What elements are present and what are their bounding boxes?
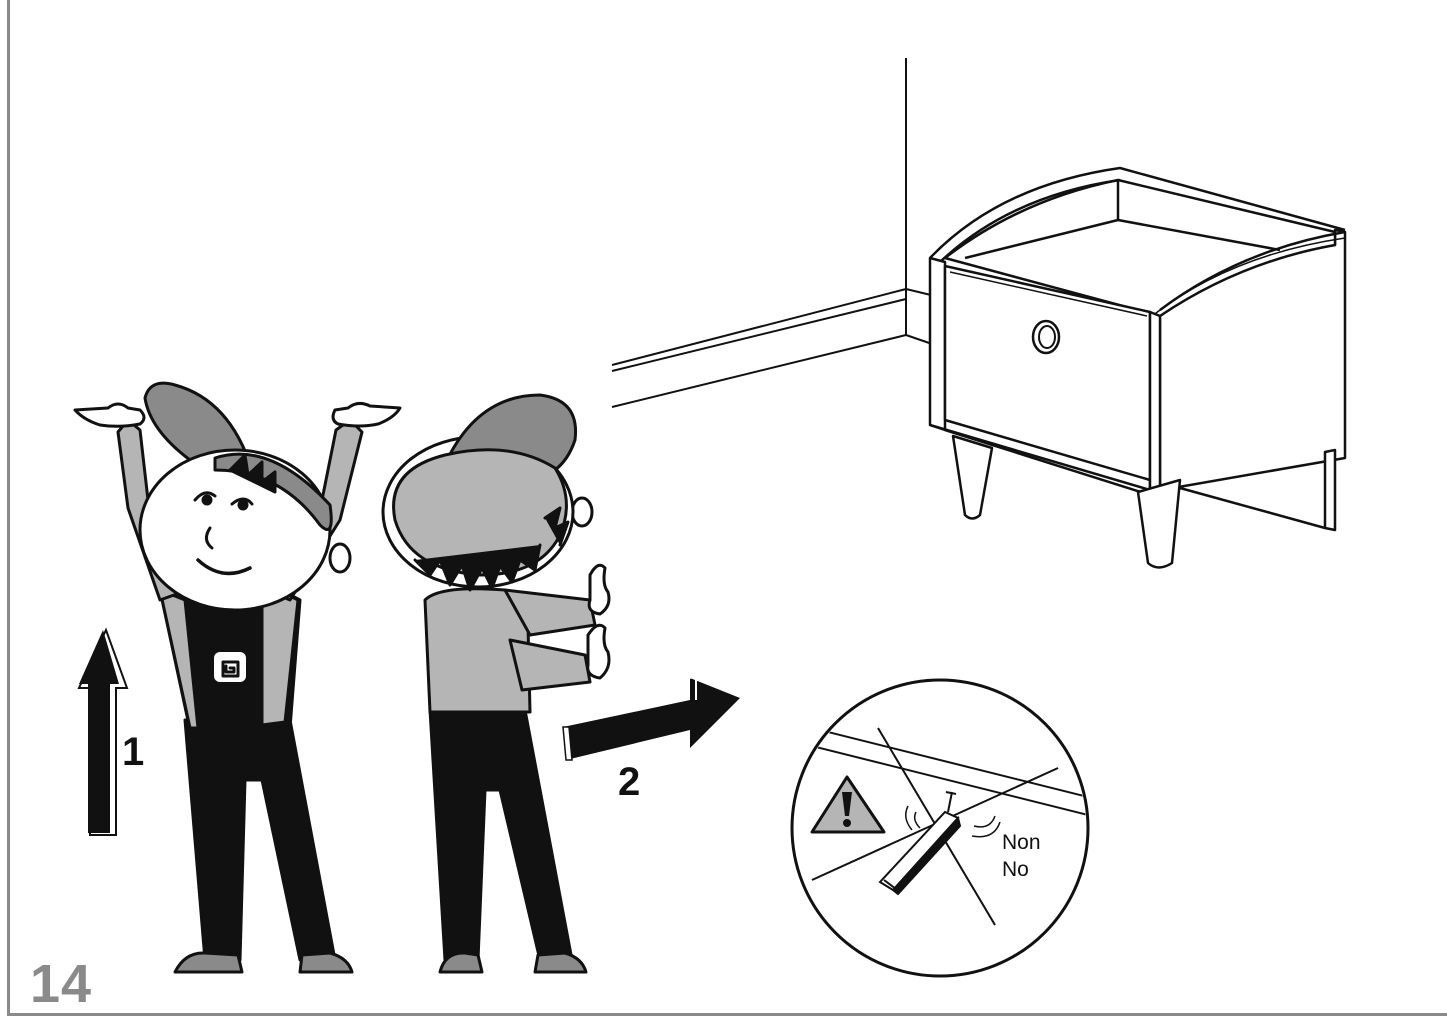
page-frame-bottom (7, 1013, 1447, 1016)
push-arrow-icon (563, 676, 740, 760)
step-action-label-1: 1 (122, 730, 144, 774)
person-pushing (383, 395, 609, 972)
room-wall-lines (612, 58, 935, 407)
page-frame-left (7, 0, 10, 1016)
lift-arrow-icon (79, 630, 127, 835)
bedside-table (930, 168, 1345, 568)
step-number: 14 (30, 955, 92, 1013)
step-action-label-2: 2 (618, 760, 640, 804)
warning-text-english: No (1002, 858, 1029, 882)
warning-text-french: Non (1002, 831, 1041, 855)
